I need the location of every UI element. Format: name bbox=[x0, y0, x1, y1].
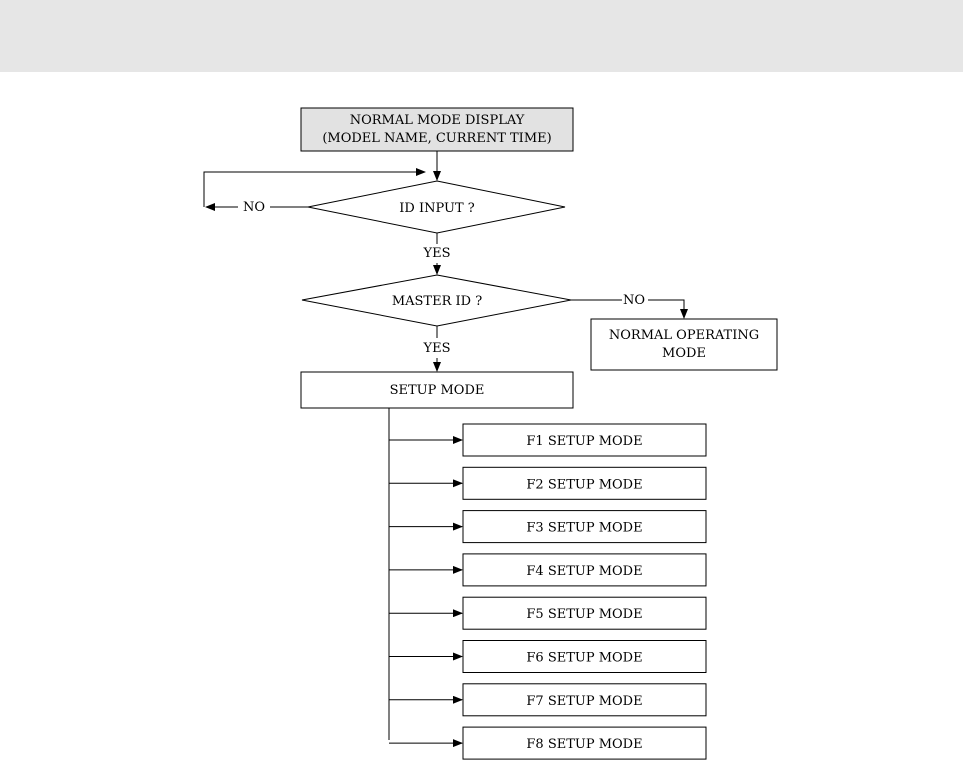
sub-mode-label: F4 SETUP MODE bbox=[526, 564, 642, 579]
id-no-label: NO bbox=[243, 200, 265, 215]
sub-mode-item: F3 SETUP MODE bbox=[389, 511, 706, 543]
sub-mode-item: F2 SETUP MODE bbox=[389, 467, 706, 499]
sub-mode-item: F4 SETUP MODE bbox=[389, 554, 706, 586]
id-input-label: ID INPUT ? bbox=[399, 201, 474, 216]
normal-operating-mode-box: NORMAL OPERATING MODE bbox=[591, 319, 777, 370]
sub-mode-item: F6 SETUP MODE bbox=[389, 641, 706, 673]
sub-mode-label: F7 SETUP MODE bbox=[526, 694, 642, 709]
normal-mode-display-box: NORMAL MODE DISPLAY (MODEL NAME, CURRENT… bbox=[301, 108, 573, 151]
master-no-label: NO bbox=[623, 293, 645, 308]
id-input-decision: ID INPUT ? bbox=[308, 181, 565, 233]
sub-mode-label: F3 SETUP MODE bbox=[526, 521, 642, 536]
setup-mode-box: SETUP MODE bbox=[301, 372, 573, 408]
master-id-decision: MASTER ID ? bbox=[302, 275, 571, 326]
sub-mode-list: F1 SETUP MODE F2 SETUP MODE F3 SETUP MODE F… bbox=[389, 424, 706, 759]
master-yes-label: YES bbox=[423, 341, 451, 356]
normal-operating-line1: NORMAL OPERATING bbox=[609, 328, 759, 343]
id-yes-label: YES bbox=[423, 246, 451, 261]
sub-mode-label: F8 SETUP MODE bbox=[526, 737, 642, 752]
sub-mode-label: F6 SETUP MODE bbox=[526, 651, 642, 666]
setup-mode-label: SETUP MODE bbox=[390, 383, 485, 398]
normal-mode-display-line1: NORMAL MODE DISPLAY bbox=[350, 113, 525, 128]
sub-mode-item: F1 SETUP MODE bbox=[389, 424, 706, 456]
sub-mode-item: F8 SETUP MODE bbox=[389, 727, 706, 759]
normal-operating-line2: MODE bbox=[662, 346, 706, 361]
sub-mode-label: F1 SETUP MODE bbox=[526, 434, 642, 449]
master-id-label: MASTER ID ? bbox=[392, 294, 482, 309]
sub-mode-item: F5 SETUP MODE bbox=[389, 597, 706, 629]
normal-mode-display-line2: (MODEL NAME, CURRENT TIME) bbox=[322, 131, 551, 146]
sub-mode-label: F2 SETUP MODE bbox=[526, 477, 642, 492]
sub-mode-label: F5 SETUP MODE bbox=[526, 607, 642, 622]
master-no-branch: NO bbox=[571, 293, 684, 318]
sub-mode-item: F7 SETUP MODE bbox=[389, 684, 706, 716]
